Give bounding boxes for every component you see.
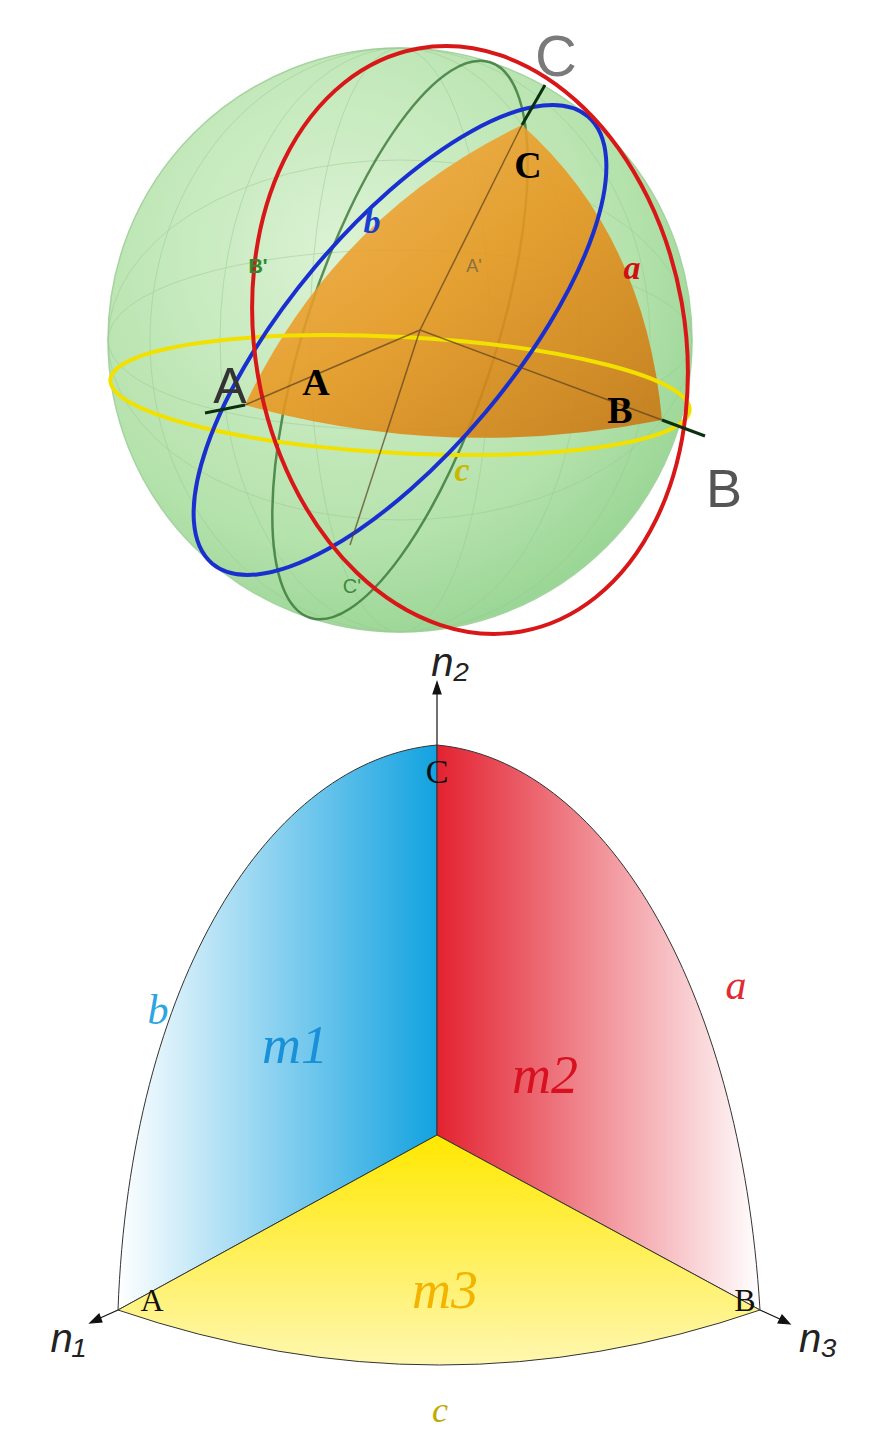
polar-label: B' bbox=[248, 256, 267, 276]
side-label: b bbox=[148, 989, 169, 1031]
vertex-label: C bbox=[535, 27, 577, 85]
face-shape bbox=[110, 1130, 767, 1375]
vertex-label: B bbox=[706, 461, 742, 515]
angle-label: C bbox=[514, 146, 541, 184]
face-label: m1 bbox=[262, 1018, 328, 1072]
angle-label: A bbox=[302, 363, 329, 401]
polar-label: A' bbox=[466, 257, 481, 275]
vertex-label: A bbox=[140, 1284, 163, 1316]
yellow-face: m3 bbox=[110, 1130, 767, 1375]
face-label: m3 bbox=[412, 1263, 478, 1317]
axis-label: n₁ bbox=[51, 1318, 86, 1358]
polar-label: C' bbox=[343, 576, 361, 596]
side-label: b bbox=[364, 205, 381, 239]
vertex-label: C bbox=[426, 755, 449, 789]
vertex-label: B bbox=[734, 1284, 755, 1316]
side-label: a bbox=[624, 251, 641, 285]
side-label: a bbox=[726, 964, 747, 1006]
side-label: c bbox=[432, 1392, 448, 1428]
side-label: c bbox=[454, 453, 469, 487]
vertex-label: A bbox=[213, 361, 246, 411]
axis-label: n₃ bbox=[799, 1318, 837, 1358]
angle-label: B bbox=[607, 391, 632, 429]
face-label: m2 bbox=[512, 1048, 578, 1102]
axis-label: n₂ bbox=[431, 642, 469, 682]
